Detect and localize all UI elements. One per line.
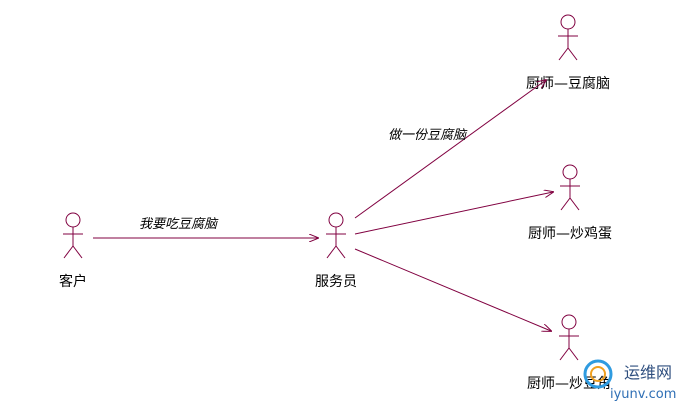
actor-chef-eggs-head — [562, 164, 578, 180]
watermark: 运维网 iyunv.com — [583, 359, 676, 402]
actor-chef-beans-leg-left — [559, 347, 570, 361]
actor-chef-eggs[interactable]: 厨师—炒鸡蛋 — [528, 164, 612, 242]
association-waiter-chef-tofu[interactable] — [354, 80, 546, 219]
actor-chef-beans-leg-right — [568, 347, 579, 361]
actor-waiter-leg-right — [335, 245, 346, 259]
actor-chef-tofu-label: 厨师—豆腐脑 — [526, 75, 610, 92]
actor-chef-eggs-leg-right — [569, 197, 580, 211]
watermark-logo-inner-icon — [590, 366, 606, 382]
actor-chef-tofu[interactable]: 厨师—豆腐脑 — [526, 14, 610, 92]
watermark-logo-icon — [583, 359, 613, 389]
actor-customer-label: 客户 — [59, 273, 87, 290]
actor-chef-tofu-leg-right — [567, 47, 578, 61]
actor-customer-head — [65, 212, 81, 228]
actor-waiter-head — [328, 212, 344, 228]
watermark-sub-text: iyunv.com — [610, 387, 676, 402]
association-waiter-chef-beans[interactable] — [354, 248, 551, 331]
actor-chef-beans-label: 厨师—炒豆角 — [527, 376, 611, 392]
message-label-customer-waiter: 我要吃豆腐脑 — [139, 217, 219, 232]
actor-waiter-leg-left — [326, 245, 337, 259]
actor-chef-beans-head — [561, 314, 577, 330]
actor-chef-eggs-leg-left — [560, 197, 571, 211]
association-waiter-chef-eggs[interactable] — [354, 192, 553, 235]
actor-waiter-label: 服务员 — [315, 274, 357, 290]
actor-chef-tofu-leg-left — [558, 47, 569, 61]
actor-customer-leg-right — [72, 245, 83, 259]
actor-customer[interactable]: 客户 — [59, 212, 87, 290]
actor-waiter[interactable]: 服务员 — [315, 212, 357, 290]
watermark-main-text: 运维网 — [624, 363, 672, 382]
actor-chef-eggs-label: 厨师—炒鸡蛋 — [528, 225, 612, 242]
actor-customer-leg-left — [63, 245, 74, 259]
message-label-waiter-chef-tofu: 做一份豆腐脑 — [388, 128, 468, 143]
actor-chef-beans[interactable]: 厨师—炒豆角 — [527, 314, 611, 392]
actor-chef-tofu-head — [560, 14, 576, 30]
